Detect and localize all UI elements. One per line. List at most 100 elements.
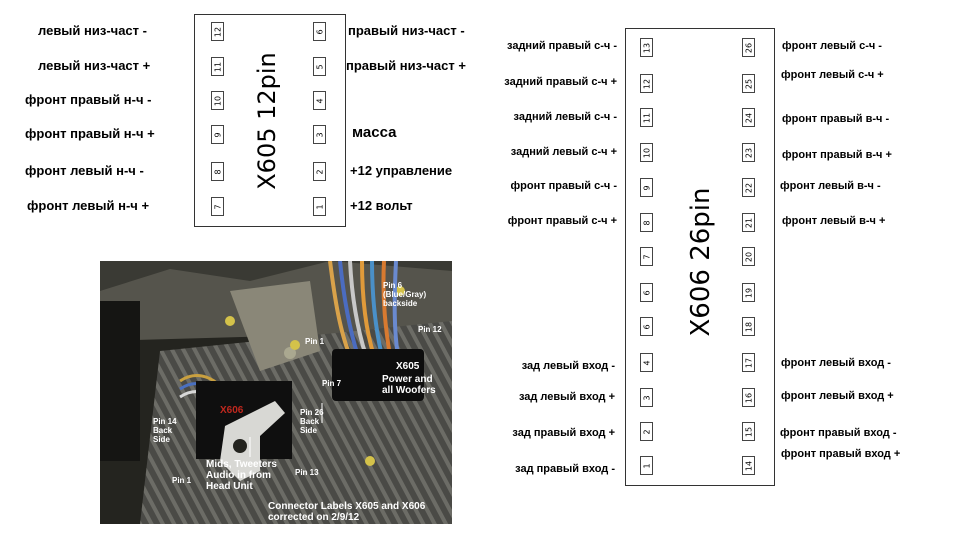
x606-pin-number: 6 <box>642 323 651 330</box>
photo-caption-x606-label: X606 <box>220 405 244 416</box>
x605-desc-line: all Woofers <box>382 385 436 396</box>
x605-pin-number: 4 <box>315 97 324 104</box>
x605-pin-number: 11 <box>213 61 222 72</box>
photo-caption-mids: Mids, Tweeters Audio in from Head Unit <box>206 459 277 492</box>
x606-pin-number: 6 <box>642 289 651 296</box>
x606-pin-number: 23 <box>744 147 753 158</box>
x606-label: задний правый с-ч - <box>507 40 617 52</box>
x605-pin: 5 <box>313 57 326 76</box>
x605-left-label: левый низ-част - <box>38 23 147 38</box>
photo-caption-footer: Connector Labels X605 and X606 corrected… <box>268 501 425 523</box>
x605-pin: 2 <box>313 162 326 181</box>
x606-pin: 18 <box>742 317 755 336</box>
x606-label: зад левый вход - <box>521 360 615 372</box>
x605-title: X605 12pin <box>253 52 281 190</box>
x606-pin-number: 8 <box>642 219 651 226</box>
x606-pin-number: 22 <box>744 182 753 193</box>
x605-right-label: +12 вольт <box>350 198 413 213</box>
x605-left-label: левый низ-част + <box>38 58 151 73</box>
x605-left-label: фронт левый н-ч + <box>27 198 150 213</box>
x606-pin: 26 <box>742 38 755 57</box>
x606-pin: 6 <box>640 317 653 336</box>
x606-pin: 19 <box>742 283 755 302</box>
pin26-line: Pin 26 <box>300 408 324 417</box>
x606-pin: 6 <box>640 283 653 302</box>
pin14-line: Side <box>153 435 170 444</box>
x605-pin: 8 <box>211 162 224 181</box>
x606-pin: 25 <box>742 74 755 93</box>
x605-pin-number: 12 <box>213 26 222 37</box>
x605-left-label: фронт правый н-ч - <box>25 92 152 107</box>
x605-right-label: +12 управление <box>350 163 453 178</box>
x606-pin-number: 25 <box>744 78 753 89</box>
x606-label: фронт правый с-ч - <box>510 180 618 192</box>
x605-desc-line: Power and <box>382 374 433 385</box>
x606-pin-number: 2 <box>642 428 651 435</box>
x606-pin-number: 16 <box>744 392 753 403</box>
x605-pin-number: 5 <box>315 63 324 70</box>
x606-pin-number: 24 <box>744 112 753 123</box>
x606-pin: 16 <box>742 388 755 407</box>
x606-pin: 4 <box>640 353 653 372</box>
x606-title: X606 26pin <box>686 187 716 337</box>
x606-label: фронт правый вход - <box>780 427 897 439</box>
x606-label: зад левый вход + <box>518 391 615 403</box>
pin6-line: Pin 6 <box>383 281 403 290</box>
photo-caption-pin26: Pin 26 Back Side <box>300 408 324 435</box>
x606-pin-number: 1 <box>642 462 651 469</box>
x605-pin-number: 9 <box>213 131 222 138</box>
x605-pin-number: 3 <box>315 131 324 138</box>
x606-label: задний правый с-ч + <box>504 76 617 88</box>
amplifier-photo-illustration <box>100 261 452 524</box>
x606-label: фронт правый с-ч + <box>507 215 617 227</box>
x605-pin: 11 <box>211 57 224 76</box>
x605-pin-number: 2 <box>315 168 324 175</box>
x606-pin: 23 <box>742 143 755 162</box>
x606-pin: 7 <box>640 247 653 266</box>
mids-line: Audio in from <box>206 470 271 481</box>
pin6-line: backside <box>383 299 418 308</box>
photo-caption-pin7: Pin 7 <box>322 379 342 388</box>
x606-pin: 10 <box>640 143 653 162</box>
x605-pin: 9 <box>211 125 224 144</box>
x605-pin: 4 <box>313 91 326 110</box>
x606-pin-number: 26 <box>744 42 753 53</box>
x606-label: фронт правый в-ч + <box>782 149 892 161</box>
x605-pin: 7 <box>211 197 224 216</box>
x606-label: фронт левый в-ч - <box>780 180 881 192</box>
x606-pin-number: 18 <box>744 321 753 332</box>
pin6-line: (Blue/Gray) <box>383 290 427 299</box>
x606-label: фронт левый вход - <box>781 357 891 369</box>
x605-pin: 6 <box>313 22 326 41</box>
x605-right-label: масса <box>352 124 397 141</box>
x606-pin: 14 <box>742 456 755 475</box>
x606-pin-number: 10 <box>642 147 651 158</box>
x606-pin-number: 11 <box>642 112 651 123</box>
x606-pin: 15 <box>742 422 755 441</box>
x605-pin: 10 <box>211 91 224 110</box>
x605-left-label: фронт правый н-ч + <box>25 126 155 141</box>
photo-caption-x605-label: X605 <box>396 361 420 372</box>
x606-pin-number: 20 <box>744 251 753 262</box>
x605-pin: 3 <box>313 125 326 144</box>
x606-label: фронт левый в-ч + <box>782 215 886 227</box>
pin14-line: Back <box>153 426 173 435</box>
x605-right-label: правый низ-част + <box>346 58 466 73</box>
x606-pin-number: 7 <box>642 253 651 260</box>
x605-pin: 12 <box>211 22 224 41</box>
photo-caption-pin14: Pin 14 Back Side <box>153 417 177 444</box>
x606-pin-number: 21 <box>744 217 753 228</box>
x605-left-label: фронт левый н-ч - <box>25 163 144 178</box>
x606-pin: 3 <box>640 388 653 407</box>
x605-pin-number: 10 <box>213 95 222 106</box>
photo-caption-pin1-top: Pin 1 <box>305 337 325 346</box>
x606-pin-number: 14 <box>744 460 753 471</box>
x605-pin: 1 <box>313 197 326 216</box>
x605-pin-number: 6 <box>315 28 324 35</box>
x606-pin: 17 <box>742 353 755 372</box>
photo-caption-x605-desc: Power and all Woofers <box>382 374 436 396</box>
x606-pin-number: 19 <box>744 287 753 298</box>
photo-caption-pin12: Pin 12 <box>418 325 442 334</box>
x605-connector: X605 12pin <box>194 14 346 227</box>
x606-label: задний левый с-ч + <box>510 146 617 158</box>
